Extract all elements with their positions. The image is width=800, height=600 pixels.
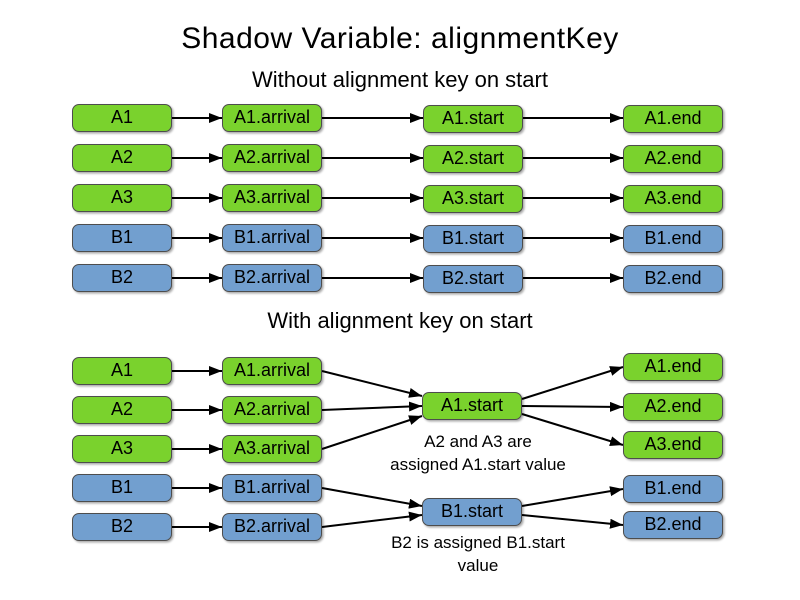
node-a2-s2: A2 — [72, 396, 172, 424]
node-a1-start-s2: A1.start — [422, 392, 522, 420]
node-a1-s1: A1 — [72, 104, 172, 132]
arrow-26 — [321, 487, 423, 509]
node-a2-arrival-s2: A2.arrival — [222, 396, 322, 424]
node-a2-end-s2: A2.end — [623, 393, 723, 421]
arrow-28 — [521, 486, 624, 507]
node-a2-start-s1: A2.start — [423, 145, 523, 173]
caption-b-line1: B2 is assigned B1.start — [391, 533, 565, 552]
node-a1-start-s1: A1.start — [423, 105, 523, 133]
node-a3-s1: A3 — [72, 184, 172, 212]
node-a3-arrival-s1: A3.arrival — [222, 184, 322, 212]
node-b1-s2: B1 — [72, 474, 172, 502]
node-a3-arrival-s2: A3.arrival — [222, 435, 322, 463]
caption-a-line2: assigned A1.start value — [390, 455, 566, 474]
node-a1-end-s1: A1.end — [623, 105, 723, 133]
node-a1-end-s2: A1.end — [623, 353, 723, 381]
node-a2-arrival-s1: A2.arrival — [222, 144, 322, 172]
node-a1-arrival-s1: A1.arrival — [222, 104, 322, 132]
caption-a-line1: A2 and A3 are — [424, 432, 532, 451]
arrow-27 — [321, 511, 423, 528]
node-b2-s1: B2 — [72, 264, 172, 292]
arrow-29 — [521, 514, 624, 529]
node-b1-s1: B1 — [72, 224, 172, 252]
node-a1-arrival-s2: A1.arrival — [222, 357, 322, 385]
node-b2-arrival-s1: B2.arrival — [222, 264, 322, 292]
node-a3-end-s2: A3.end — [623, 431, 723, 459]
section-subtitle-without: Without alignment key on start — [252, 67, 548, 92]
page-title: Shadow Variable: alignmentKey — [181, 22, 619, 55]
node-b1-end-s2: B1.end — [623, 475, 723, 503]
node-a3-end-s1: A3.end — [623, 185, 723, 213]
caption-alignment-b: B2 is assigned B1.start value — [338, 531, 618, 577]
arrow-21 — [321, 401, 423, 412]
node-b2-end-s2: B2.end — [623, 511, 723, 539]
arrow-20 — [321, 370, 423, 398]
arrow-23 — [521, 366, 624, 400]
node-b1-end-s1: B1.end — [623, 225, 723, 253]
arrow-24 — [521, 401, 624, 412]
node-b1-start-s2: B1.start — [422, 498, 522, 526]
node-a3-s2: A3 — [72, 435, 172, 463]
section-subtitle-with: With alignment key on start — [267, 308, 533, 333]
node-a1-s2: A1 — [72, 357, 172, 385]
node-b2-arrival-s2: B2.arrival — [222, 513, 322, 541]
node-a2-s1: A2 — [72, 144, 172, 172]
node-b2-start-s1: B2.start — [423, 265, 523, 293]
node-b1-arrival-s1: B1.arrival — [222, 224, 322, 252]
node-b1-start-s1: B1.start — [423, 225, 523, 253]
node-a3-start-s1: A3.start — [423, 185, 523, 213]
node-b1-arrival-s2: B1.arrival — [222, 474, 322, 502]
caption-alignment-a: A2 and A3 are assigned A1.start value — [338, 430, 618, 476]
caption-b-line2: value — [457, 556, 499, 575]
node-b2-end-s1: B2.end — [623, 265, 723, 293]
node-a2-end-s1: A2.end — [623, 145, 723, 173]
node-b2-s2: B2 — [72, 513, 172, 541]
